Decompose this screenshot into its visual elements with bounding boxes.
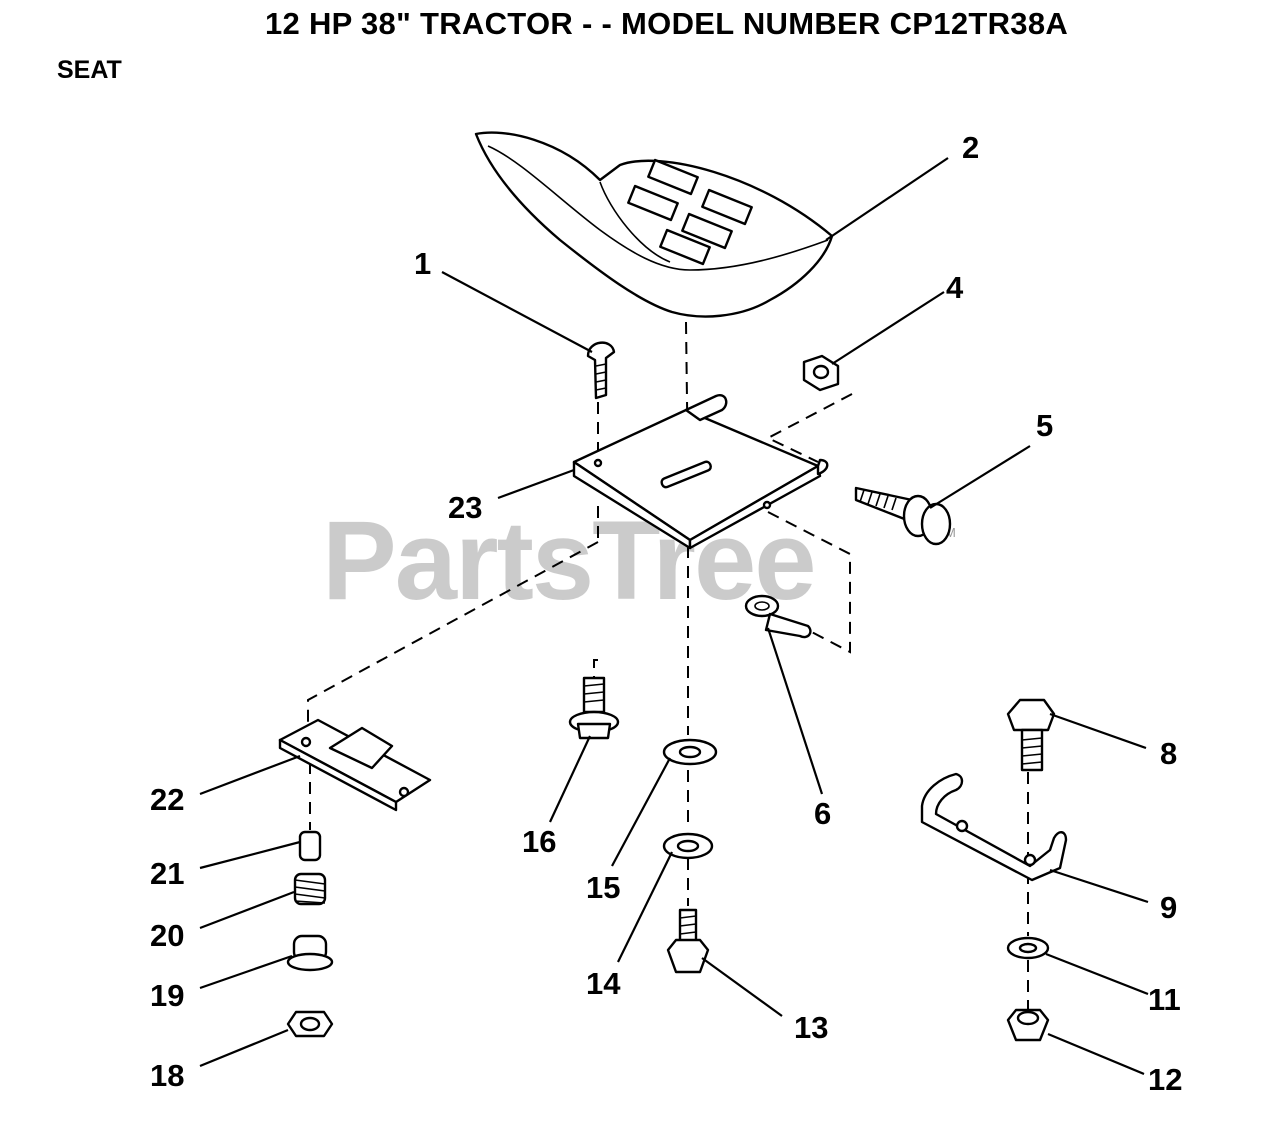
hex-bolt-part [666, 908, 710, 974]
hex-nut-part [802, 354, 840, 392]
callout-18: 18 [150, 1058, 184, 1093]
seat-part [474, 131, 834, 318]
callout-2: 2 [962, 130, 979, 165]
callout-8: 8 [1160, 736, 1177, 771]
lock-nut-part [1006, 1008, 1050, 1042]
callout-22: 22 [150, 782, 184, 817]
flat-washer-part [662, 738, 718, 766]
page-title: 12 HP 38" TRACTOR - - MODEL NUMBER CP12T… [265, 6, 1069, 41]
callout-15: 15 [586, 870, 620, 905]
callout-13: 13 [794, 1010, 828, 1045]
callout-16: 16 [522, 824, 556, 859]
callout-14: 14 [586, 966, 621, 1001]
callout-23: 23 [448, 490, 482, 525]
lock-washer-part [662, 832, 714, 860]
shoulder-bolt-part [568, 676, 620, 740]
callout-21: 21 [150, 856, 184, 891]
callout-5: 5 [1036, 408, 1053, 443]
hex-bolt-part-8 [1006, 698, 1056, 772]
spring-part [293, 872, 327, 906]
washer-part-11 [1006, 936, 1050, 960]
callout-6: 6 [814, 796, 831, 831]
seat-bracket-part [572, 394, 829, 550]
pin-part [298, 830, 322, 862]
clip-part [744, 594, 812, 639]
leader-lines [199, 157, 1149, 1076]
callout-4: 4 [946, 270, 964, 305]
callout-19: 19 [150, 978, 184, 1013]
bushing-part [286, 934, 334, 972]
callout-1: 1 [414, 246, 431, 281]
callout-11: 11 [1148, 982, 1181, 1017]
callout-9: 9 [1160, 890, 1177, 925]
callout-20: 20 [150, 918, 184, 953]
section-title: SEAT [57, 56, 122, 84]
flange-nut-part [286, 1010, 334, 1038]
latch-plate-part [278, 718, 432, 812]
callout-12: 12 [1148, 1062, 1182, 1097]
angle-bracket-part [920, 772, 1068, 882]
flange-bolt-part [854, 486, 952, 546]
carriage-bolt-part [586, 341, 616, 400]
